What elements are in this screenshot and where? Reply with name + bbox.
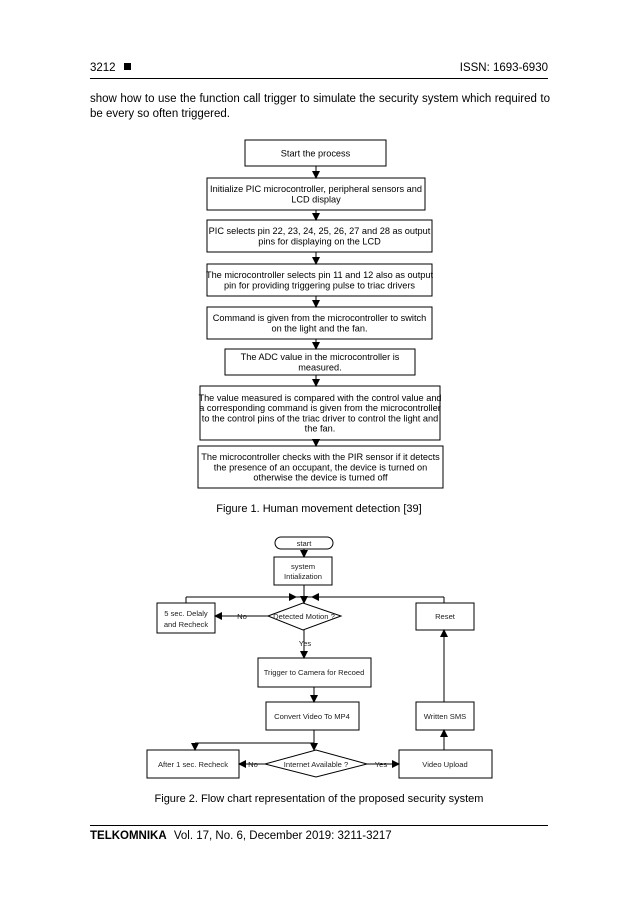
- internet-label: Internet Available ?: [284, 760, 348, 769]
- figure-1-step-text-4-2: pin for providing triggering pulse to tr…: [224, 280, 415, 290]
- sms-label: Written SMS: [424, 712, 466, 721]
- figure-1-step-text-2-2: LCD display: [291, 194, 341, 204]
- no-label-2: No: [248, 760, 258, 769]
- upload-label: Video Upload: [422, 760, 467, 769]
- figure-1-step-text-6-1: The ADC value in the microcontroller is: [241, 352, 400, 362]
- figure-1-step-text-8-3: otherwise the device is turned off: [253, 473, 388, 483]
- issn: ISSN: 1693-6930: [459, 62, 548, 74]
- init-label-1: system: [291, 562, 315, 571]
- convert-label: Convert Video To MP4: [274, 712, 350, 721]
- footer: TELKOMNIKA Vol. 17, No. 6, December 2019…: [90, 830, 392, 842]
- header-rule: [90, 78, 548, 79]
- figure-1-step-box-4: [206, 263, 433, 297]
- journal-name: TELKOMNIKA: [90, 830, 167, 842]
- figure-1-step-text-8-1: The microcontroller checks with the PIR …: [201, 452, 440, 462]
- figure-1-step-box-7: [199, 385, 441, 441]
- figure-1-step-box-6: [224, 348, 416, 376]
- reset-label: Reset: [435, 612, 456, 621]
- detect-diamond: [266, 602, 343, 631]
- detect-label: Detected Motion ?: [273, 612, 335, 621]
- yes-label-2: Yes: [375, 760, 388, 769]
- figure-2-caption: Figure 2. Flow chart representation of t…: [154, 793, 484, 805]
- recheck-label: After 1 sec. Recheck: [158, 760, 228, 769]
- figure-1-caption: Figure 1. Human movement detection [39]: [216, 503, 422, 515]
- page-number: 3212: [90, 62, 116, 74]
- figure-1-step-text-8-2: the presence of an occupant, the device …: [214, 462, 428, 472]
- figure-1-step-text-3-2: pins for displaying on the LCD: [258, 236, 381, 246]
- figure-1-step-box-3: [206, 219, 433, 253]
- figure-1-step-text-4-1: The microcontroller selects pin 11 and 1…: [206, 270, 434, 280]
- figure-1-step-box-5: [206, 306, 433, 340]
- figure-1-step-box-8: [197, 445, 444, 489]
- init-label-2: Intialization: [284, 572, 322, 581]
- figure-1-step-text-7-2: a corresponding command is given from th…: [199, 403, 441, 413]
- trigger-label: Trigger to Camera for Recoed: [264, 668, 365, 677]
- figure-1-step-text-2-1: Initialize PIC microcontroller, peripher…: [210, 184, 422, 194]
- figure-1-step-text-6-2: measured.: [298, 362, 341, 372]
- delay-label-2: and Recheck: [164, 620, 209, 629]
- figure-1-step-text-1-1: Start the process: [281, 148, 351, 158]
- footer-rule: [90, 825, 548, 826]
- figure-1-step-text-5-1: Command is given from the microcontrolle…: [213, 313, 426, 323]
- page-number-header: 3212: [90, 62, 131, 74]
- start-label: start: [297, 539, 313, 548]
- body-paragraph: show how to use the function call trigge…: [90, 93, 550, 120]
- yes-label-1: Yes: [299, 639, 312, 648]
- square-bullet-icon: [123, 63, 131, 70]
- figure-1-step-text-5-2: on the light and the fan.: [271, 323, 367, 333]
- figure-1-step-text-3-1: PIC selects pin 22, 23, 24, 25, 26, 27 a…: [209, 226, 431, 236]
- delay-label-1: 5 sec. Delaly: [164, 609, 208, 618]
- figure-1-step-text-7-4: the fan.: [305, 424, 336, 434]
- no-label-1: No: [237, 612, 247, 621]
- figure-1-step-text-7-1: The value measured is compared with the …: [198, 393, 441, 403]
- figure-1-step-text-7-3: to the control pins of the triac driver …: [202, 413, 438, 423]
- citation: Vol. 17, No. 6, December 2019: 3211-3217: [173, 830, 392, 842]
